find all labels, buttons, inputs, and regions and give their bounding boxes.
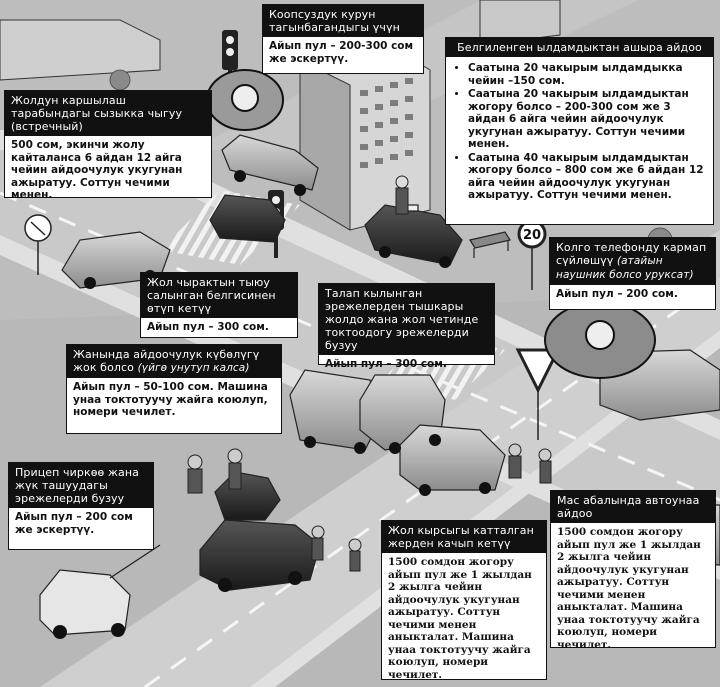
callout-traffic-light-title: Жол чырактын тыюу салынган белгисинен өт… <box>141 273 297 318</box>
callout-trailer: Прицеп чиркөө жана жүк ташуудагы эрежеле… <box>8 462 154 550</box>
callout-hit-and-run: Жол кырсыгы катталган жерден качып кетүү… <box>381 520 547 681</box>
callout-phone-title: Колго телефонду кармап сүйлөшүү <box>556 241 707 267</box>
callout-speeding-title: Белгиленген ылдамдыктан ашыра айдоо <box>446 38 713 57</box>
callout-trailer-text: Айып пул – 200 сом же эскертүү. <box>15 511 133 536</box>
callout-no-license-title: Жанында айдоочулук күбөлүгү жок болсо <box>73 348 260 374</box>
speeding-item: Саатына 40 чакырым ылдамдыктан жогору бо… <box>468 152 707 202</box>
callout-oncoming-title: Жолдун каршылаш тарабындагы сызыкка чыгу… <box>11 94 183 120</box>
callout-no-license-text: Айып пул – 50-100 сом. Машина унаа токто… <box>73 381 268 418</box>
speed-limit-sign: 20 <box>523 228 541 243</box>
callout-drunk-driving-text: 1500 сомдон жогору айып пул же 1 жылдан … <box>557 526 701 651</box>
callout-drunk-driving-title: Мас абалында автоунаа айдоо <box>551 491 715 523</box>
callout-hit-and-run-title: Жол кырсыгы катталган жерден качып кетүү <box>382 521 546 553</box>
callout-stopping-title: Талап кылынган эрежелерден тышкары жолдо… <box>319 284 494 355</box>
callout-safety-belt: Коопсуздук курун тагынбагандыгы үчүн Айы… <box>262 4 424 74</box>
callout-safety-belt-title: Коопсуздук курун тагынбагандыгы үчүн <box>263 5 423 37</box>
speeding-item: Саатына 20 чакырым ылдамдыктан жогору бо… <box>468 88 707 151</box>
callout-traffic-light: Жол чырактын тыюу салынган белгисинен өт… <box>140 272 298 338</box>
callout-oncoming-text: 500 сом, экинчи жолу кайталанса 6 айдан … <box>11 139 183 201</box>
callout-drunk-driving: Мас абалында автоунаа айдоо 1500 сомдон … <box>550 490 716 651</box>
callout-phone-text: Айып пул – 200 сом. <box>556 288 678 300</box>
callout-phone: Колго телефонду кармап сүйлөшүү (атайын … <box>549 237 716 310</box>
speeding-item: Саатына 20 чакырым ылдамдыкка чейин –150… <box>468 62 707 87</box>
callout-phone-title-sub: (атайын наушник болсо уруксат) <box>556 255 694 281</box>
callout-stopping-text: Айып пул – 300 сом. <box>325 358 447 370</box>
callout-no-license: Жанында айдоочулук күбөлүгү жок болсо (ү… <box>66 344 282 434</box>
callout-traffic-light-text: Айып пул – 300 сом. <box>147 321 269 333</box>
callout-speeding: Белгиленген ылдамдыктан ашыра айдоо Саат… <box>445 37 714 225</box>
callout-oncoming-title-sub: (встречный) <box>11 120 83 133</box>
callout-no-license-title-sub: (үйгө унутуп калса) <box>137 362 250 374</box>
callout-trailer-title: Прицеп чиркөө жана жүк ташуудагы эрежеле… <box>9 463 153 508</box>
callout-hit-and-run-text: 1500 сомдон жогору айып пул же 1 жылдан … <box>388 556 532 681</box>
callout-oncoming-lane: Жолдун каршылаш тарабындагы сызыкка чыгу… <box>4 90 212 201</box>
callout-stopping: Талап кылынган эрежелерден тышкары жолдо… <box>318 283 495 370</box>
callout-safety-belt-text: Айып пул – 200-300 сом же эскертүү. <box>269 40 414 65</box>
callout-speeding-list: Саатына 20 чакырым ылдамдыкка чейин –150… <box>452 62 707 202</box>
